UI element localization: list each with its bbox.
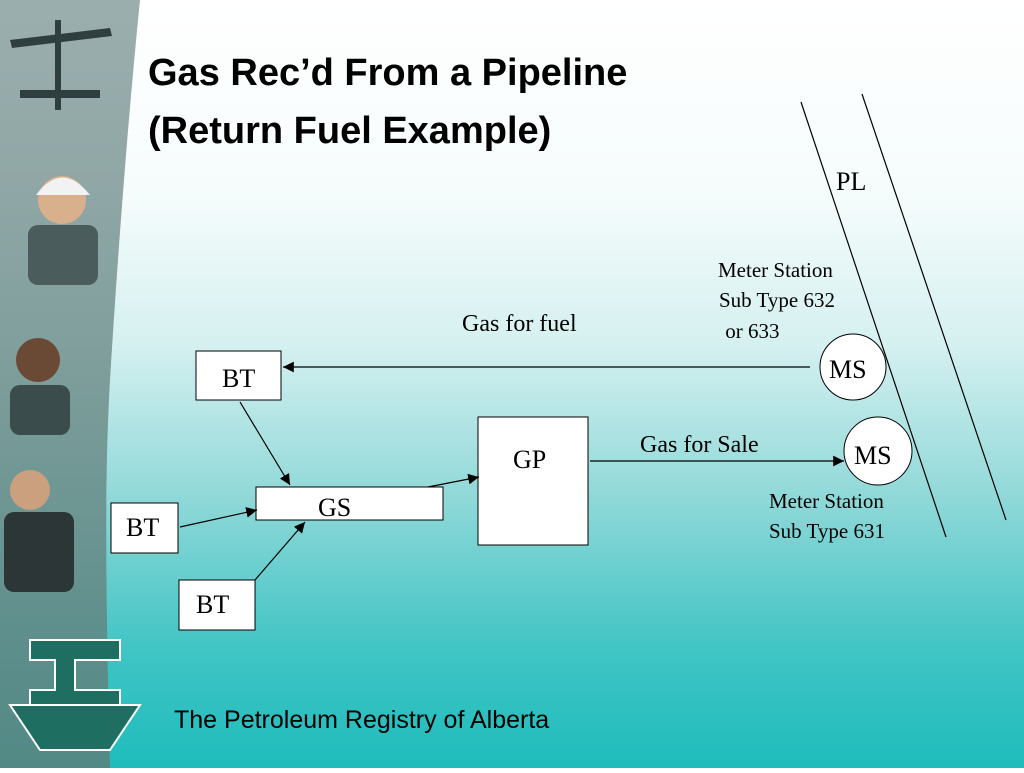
arrow-bt-left-to-gs (179, 507, 258, 528)
gp-box (477, 416, 589, 546)
gas-for-sale-label: Gas for Sale (640, 432, 759, 458)
businessman-photo (4, 470, 74, 592)
registry-logo-icon (8, 639, 142, 751)
bt-box-bottom-label: BT (196, 590, 229, 619)
worker-photo (28, 176, 98, 285)
gp-box-label: GP (513, 445, 546, 474)
bt-box-left (110, 502, 179, 554)
pipeline-line-left (800, 101, 947, 538)
annotation-lower-line-2: Sub Type 631 (769, 519, 885, 543)
meter-annotation-upper: Meter Station Sub Type 632 or 633 (718, 258, 835, 343)
annotation-lower-line-1: Meter Station (769, 489, 884, 513)
arrow-bt-top-to-gs (239, 401, 291, 486)
annotation-upper-line-2: Sub Type 632 (719, 288, 835, 312)
pipeline-label: PL (836, 167, 866, 196)
title-line-1: Gas Rec’d From a Pipeline (148, 52, 628, 94)
meter-station-upper (819, 333, 887, 401)
gas-for-fuel-label: Gas for fuel (462, 311, 577, 337)
bt-box-top-label: BT (222, 364, 255, 393)
title-line-2: (Return Fuel Example) (148, 110, 552, 152)
arrow-gs-to-gp (427, 473, 480, 488)
gs-box (255, 486, 444, 521)
bt-box-bottom (178, 579, 256, 631)
meter-annotation-lower: Meter Station Sub Type 631 (769, 489, 885, 543)
annotation-upper-line-1: Meter Station (718, 258, 833, 282)
sidebar-decoration (0, 0, 175, 768)
annotation-upper-line-3: or 633 (720, 319, 780, 343)
photo-collage (0, 0, 142, 768)
bt-box-left-label: BT (126, 513, 159, 542)
arrow-bt-bottom-to-gs (254, 521, 306, 581)
bt-box-top (195, 350, 282, 401)
page-title: Gas Rec’d From a Pipeline (Return Fuel E… (148, 44, 627, 160)
pumpjack-icon (10, 20, 112, 110)
meter-station-lower (843, 416, 913, 486)
footer-organization: The Petroleum Registry of Alberta (174, 706, 550, 734)
meter-station-lower-label: MS (854, 441, 892, 470)
meter-station-upper-label: MS (829, 355, 867, 384)
phone-operator-photo (10, 338, 70, 435)
pipeline-line-right (861, 93, 1007, 521)
gs-box-label: GS (318, 493, 351, 522)
